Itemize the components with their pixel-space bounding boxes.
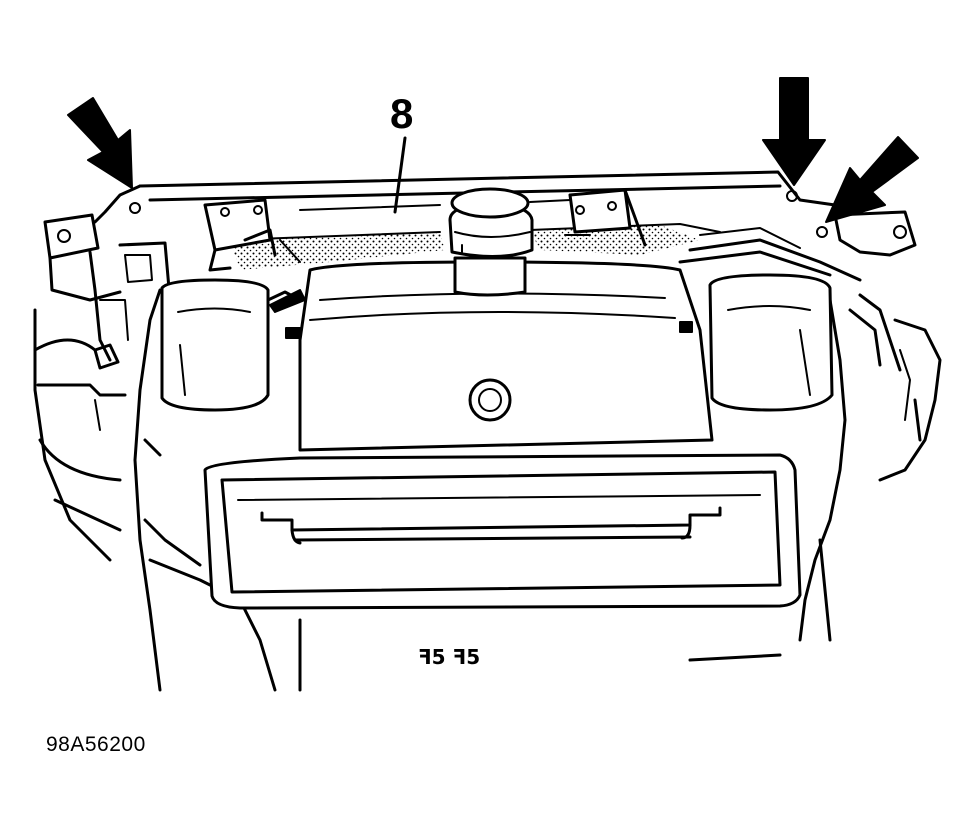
callout-8: 8 [390, 90, 413, 214]
right-port [708, 273, 834, 412]
left-bracket [43, 202, 172, 370]
right-bracket [678, 190, 942, 482]
filter-cover [285, 260, 714, 452]
arrow-icon [825, 136, 919, 223]
callout-label: 8 [390, 90, 413, 137]
center-left-bracket [203, 198, 301, 272]
embossed-marks: ꟻ5 ꟻ5 [418, 645, 480, 669]
left-housing [33, 308, 127, 562]
duct-outlet [203, 453, 802, 610]
figure-id: 98A56200 [46, 733, 146, 756]
arrow-icon [67, 97, 133, 189]
top-cap [448, 187, 534, 297]
center-right-bracket [564, 188, 647, 247]
arrow-icon [762, 77, 826, 186]
left-port [160, 278, 306, 412]
